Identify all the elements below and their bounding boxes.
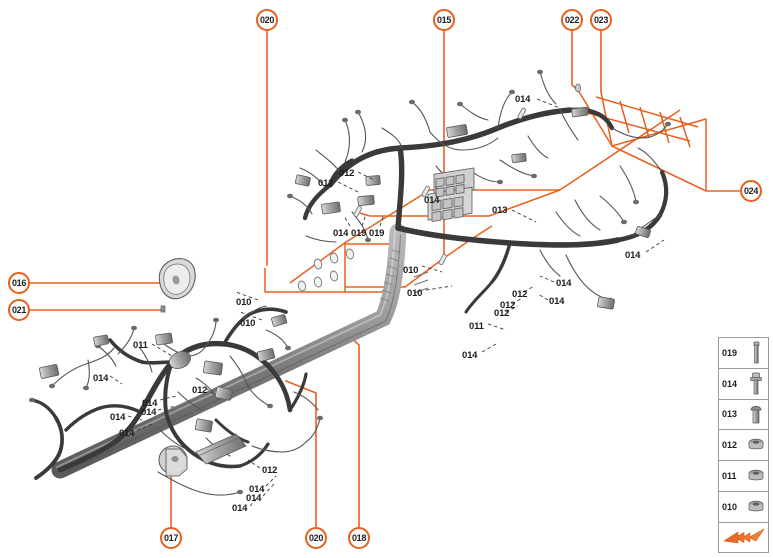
part-label: 010 <box>403 265 419 276</box>
part-label: 012 <box>192 385 208 396</box>
part-label: 010 <box>240 318 256 329</box>
part-label: 010 <box>236 297 252 308</box>
callout-020-top[interactable]: 020 <box>256 9 278 31</box>
legend-row-011[interactable]: 011 <box>719 461 768 492</box>
legend-row-014[interactable]: 014 <box>719 369 768 400</box>
legend-row-010[interactable]: 010 <box>719 492 768 523</box>
part-label: 012 <box>262 465 278 476</box>
part-022-pin <box>575 83 582 93</box>
part-label: 014 <box>515 94 531 105</box>
part-017-grommet <box>158 445 188 477</box>
part-016-grommet <box>158 258 196 300</box>
fuse-box <box>413 167 475 294</box>
part-label: 014 <box>625 250 641 261</box>
callout-017[interactable]: 017 <box>160 527 182 549</box>
part-label: 014 <box>424 195 440 206</box>
part-label: 014 <box>141 407 157 418</box>
legend-number: 013 <box>722 409 738 420</box>
legend-number: 012 <box>722 440 738 451</box>
part-label: 014 <box>142 398 158 409</box>
part-label: 014 <box>333 228 349 239</box>
callout-018[interactable]: 018 <box>348 527 370 549</box>
part-label: 014 <box>119 428 135 439</box>
part-label: 014 <box>556 278 572 289</box>
part-label: 011 <box>133 340 148 351</box>
loose-clips <box>297 107 527 292</box>
part-label: 014 <box>93 373 109 384</box>
legend-row-arrow[interactable] <box>719 523 768 554</box>
part-label: 014 <box>110 412 126 423</box>
callout-023[interactable]: 023 <box>590 9 612 31</box>
part-label: 014 <box>246 493 262 504</box>
part-label: 012 <box>512 289 528 300</box>
callout-016[interactable]: 016 <box>8 272 30 294</box>
grommet-icon <box>746 437 765 453</box>
main-conduit <box>51 223 407 479</box>
round-head-rivet-icon <box>746 402 765 426</box>
stud-pin-icon <box>746 341 765 365</box>
legend-number: 019 <box>722 347 738 358</box>
callout-021[interactable]: 021 <box>8 299 30 321</box>
grommet-icon <box>746 499 765 515</box>
legend-number: 010 <box>722 501 738 512</box>
part-021-clip <box>160 305 166 313</box>
legend-number: 014 <box>722 378 738 389</box>
part-label: 019 <box>351 228 367 239</box>
part-label: 012 <box>494 308 510 319</box>
harness-junction <box>169 351 191 369</box>
legend-number: 011 <box>722 471 737 482</box>
orange-arrow-icon <box>722 527 766 549</box>
callout-015[interactable]: 015 <box>433 9 455 31</box>
part-label: 013 <box>492 205 508 216</box>
grommet-icon <box>746 468 765 484</box>
part-label: 012 <box>318 178 334 189</box>
connector-blocks-lower <box>39 314 288 465</box>
part-label: 012 <box>339 168 355 179</box>
part-leader-lines <box>109 98 665 507</box>
part-label: 014 <box>249 484 265 495</box>
connector-nodes-lower <box>29 317 323 495</box>
part-label: 014 <box>462 350 478 361</box>
callout-020-bottom[interactable]: 020 <box>305 527 327 549</box>
legend-row-019[interactable]: 019 <box>719 338 768 369</box>
legend-row-013[interactable]: 013 <box>719 400 768 431</box>
parts-legend: 019 014 013 <box>718 337 769 553</box>
part-label: 012 <box>500 300 516 311</box>
connector-blocks-upper <box>294 106 651 310</box>
part-label: 014 <box>549 296 565 307</box>
part-label: 019 <box>369 228 385 239</box>
legend-row-012[interactable]: 012 <box>719 430 768 462</box>
callout-024[interactable]: 024 <box>740 180 762 202</box>
callout-022[interactable]: 022 <box>561 9 583 31</box>
part-label: 011 <box>469 321 484 332</box>
flanged-bolt-icon <box>746 372 765 396</box>
part-label: 014 <box>232 503 248 514</box>
assembly-brackets <box>264 89 707 293</box>
part-label: 010 <box>407 288 423 299</box>
